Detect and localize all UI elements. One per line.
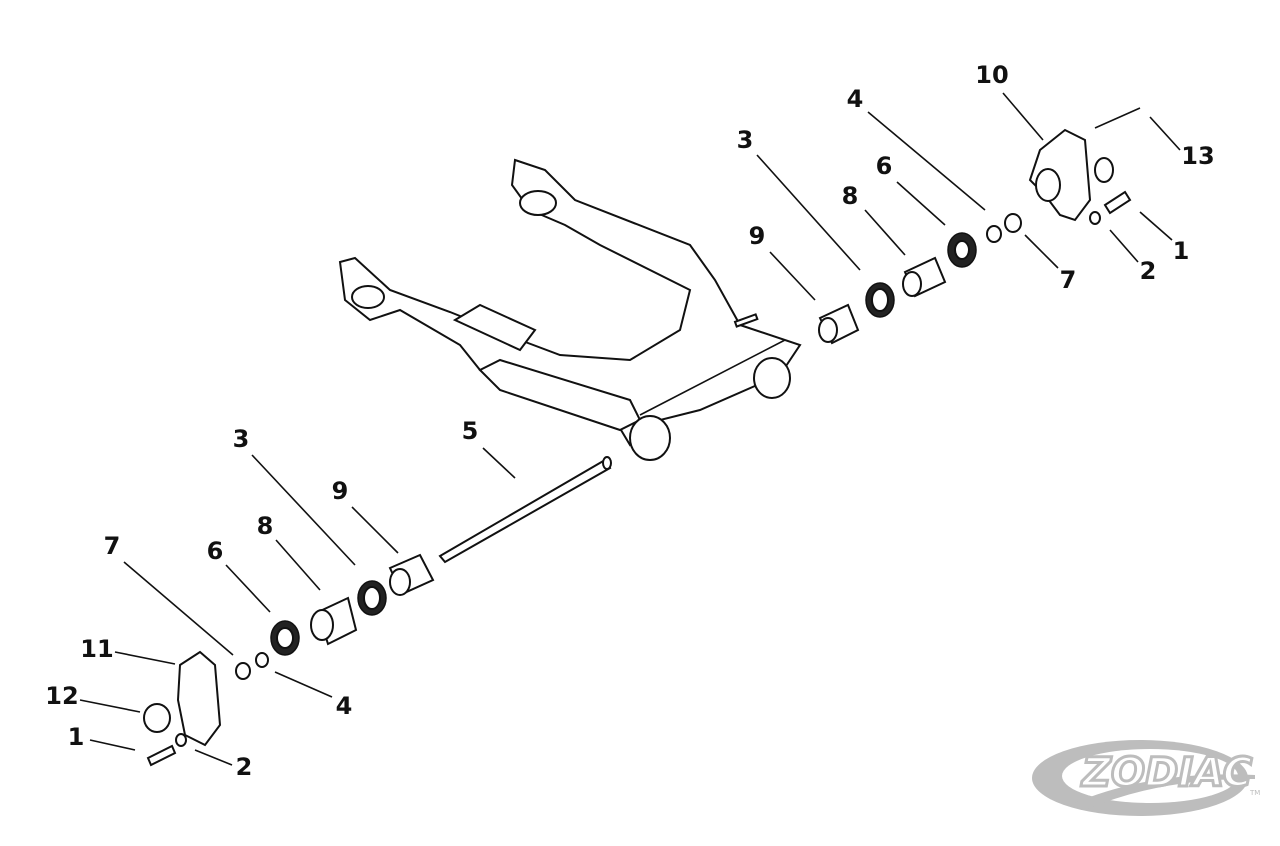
callout-4: 4 [847,85,864,113]
callout-13: 13 [1181,142,1214,170]
callout-9: 9 [332,477,349,505]
logo-tm: TM [1249,789,1260,797]
callout-8: 8 [257,512,274,540]
bottom-left-parts [143,553,435,767]
callout-2: 2 [1140,257,1157,285]
logo-text: ZODIAC [1080,750,1252,796]
callout-11: 11 [80,635,113,663]
callout-6: 6 [876,152,893,180]
zodiac-logo: ZODIAC TM [1032,740,1260,816]
top-right-parts [818,107,1141,345]
callout-8: 8 [842,182,859,210]
callout-3: 3 [233,425,250,453]
callout-3: 3 [737,126,754,154]
callout-9: 9 [749,222,766,250]
bracket-11 [176,650,222,747]
callout-7: 7 [1060,266,1077,294]
callout-5: 5 [462,417,479,445]
callout-1: 1 [1173,237,1190,265]
callout-2: 2 [236,753,253,781]
callout-7: 7 [104,532,121,560]
callout-4: 4 [336,692,353,720]
callout-12: 12 [45,682,78,710]
callout-1: 1 [68,723,85,751]
swingarm [338,158,802,461]
leader-lines [79,92,1181,766]
callout-6: 6 [207,537,224,565]
callout-10: 10 [975,61,1008,89]
callout-labels: 10 4 3 6 8 9 13 1 2 7 5 3 9 8 6 7 11 12 … [45,61,1214,781]
pivot-shaft [438,456,612,564]
